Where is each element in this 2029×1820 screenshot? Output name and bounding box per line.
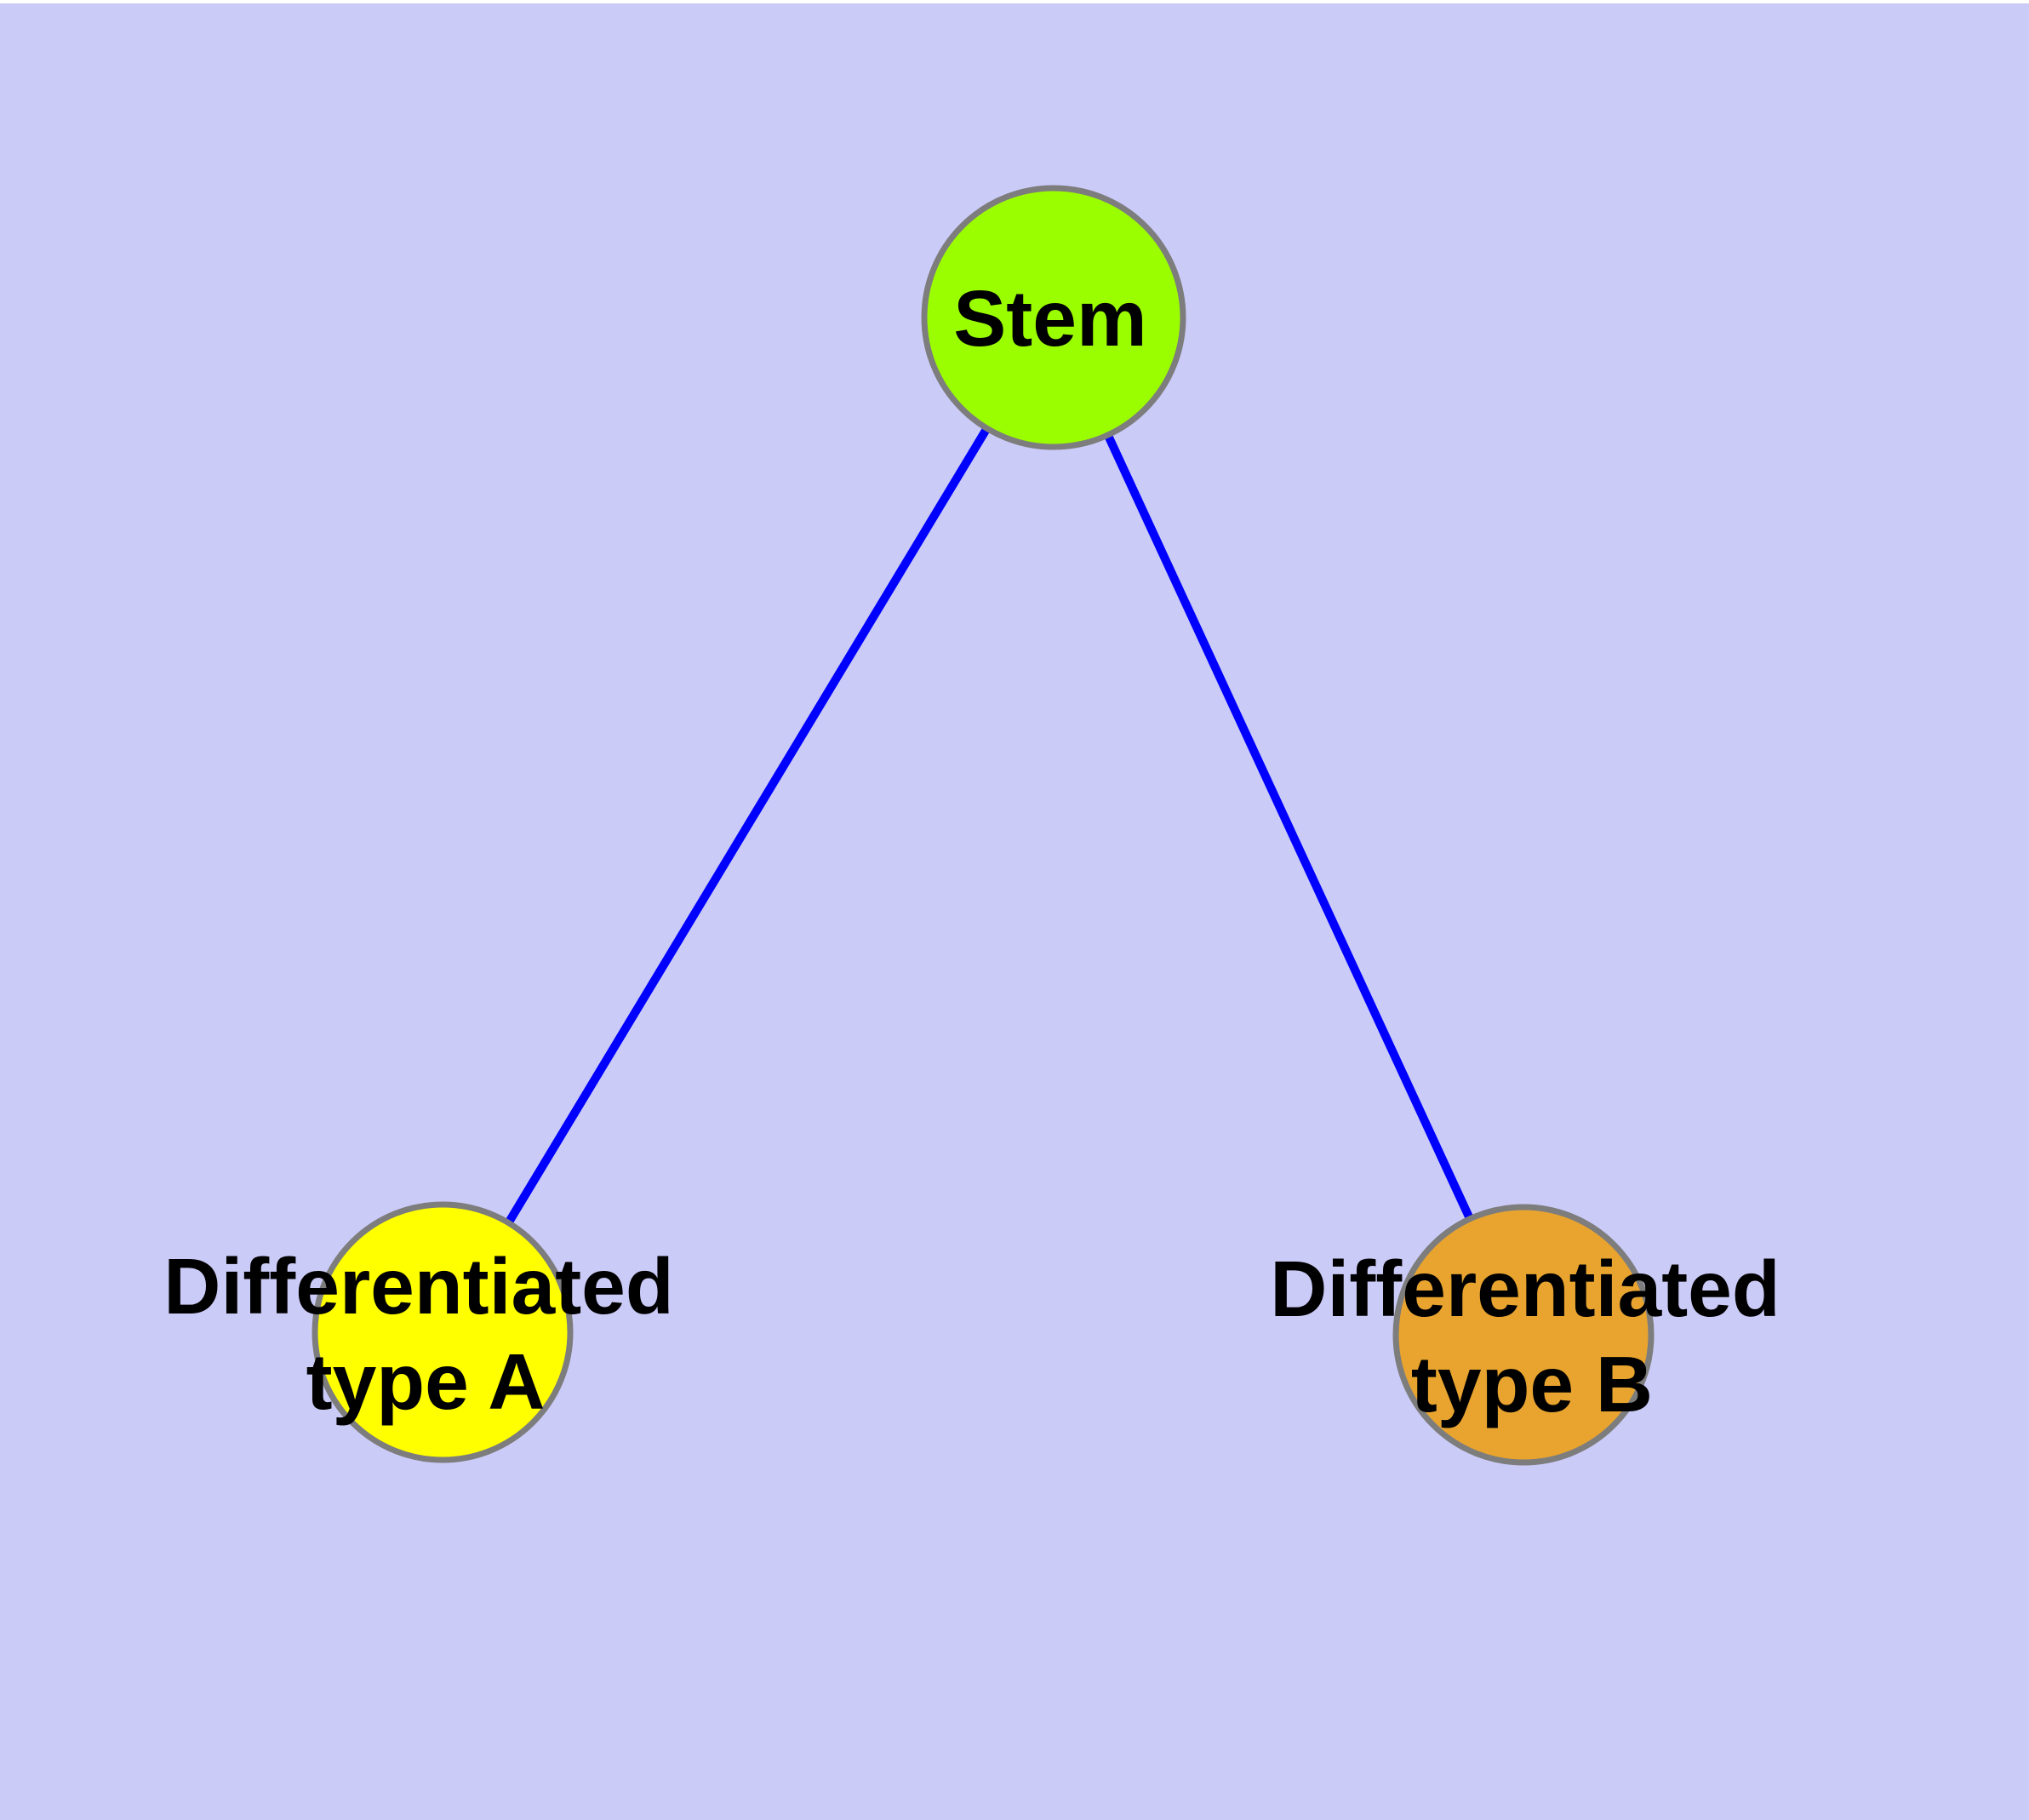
node-label-type-a-line1: Differentiated	[163, 1242, 673, 1331]
node-differentiated-type-b	[1392, 1204, 1655, 1466]
node-differentiated-type-a	[311, 1201, 574, 1463]
node-label-type-b-line1: Differentiated	[1270, 1245, 1780, 1333]
node-label-type-a-line2: type A	[306, 1337, 546, 1426]
top-margin-strip	[0, 0, 2029, 3]
node-label-type-b-line2: type B	[1411, 1340, 1653, 1428]
edge-stem-to-type-b	[1049, 315, 1528, 1337]
edge-stem-to-type-a	[438, 315, 1058, 1335]
node-stem	[921, 185, 1186, 450]
node-label-stem: Stem	[953, 274, 1146, 363]
